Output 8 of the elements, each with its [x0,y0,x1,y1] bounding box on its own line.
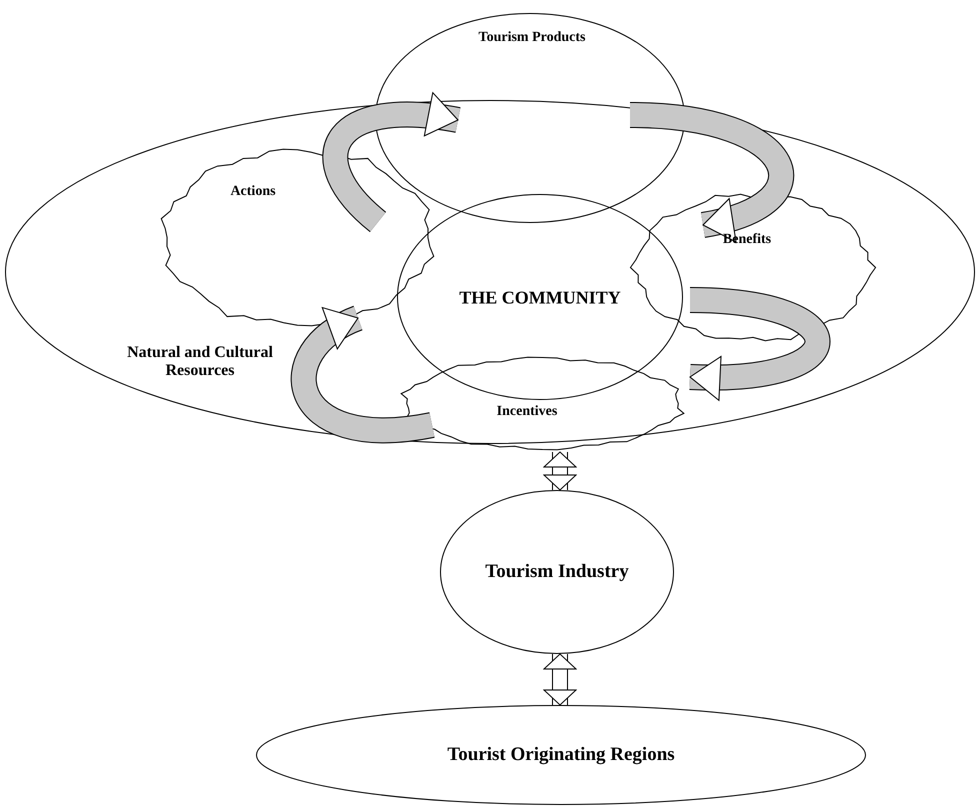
node-label: Tourism Products [478,30,586,46]
node-label: Actions [230,184,276,200]
node-label: Tourism Industry [485,561,629,583]
node-label: Incentives [496,404,558,420]
node-label: Natural and Cultural Resources [126,344,274,380]
node-label: THE COMMUNITY [459,288,621,308]
node-label: Benefits [722,232,772,248]
node-label: Tourist Originating Regions [447,744,675,766]
